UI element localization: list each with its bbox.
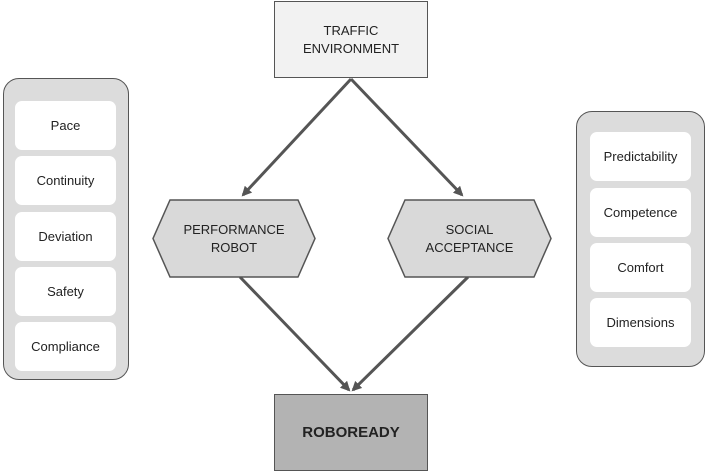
traffic-environment-line1: TRAFFIC [323,22,379,38]
performance-robot-label: PERFORMANCE ROBOT [153,200,315,277]
criterion-competence: Competence [590,188,691,237]
social-acceptance-label: SOCIAL ACCEPTANCE [388,200,551,277]
performance-hexagon [152,199,316,278]
traffic-environment-line2: ENVIRONMENT [302,40,400,56]
criterion-compliance: Compliance [15,322,116,371]
criterion-dimensions: Dimensions [590,298,691,347]
social-hexagon [387,199,552,278]
arrow-env-to-performance [241,77,353,197]
traffic-environment-box: TRAFFIC ENVIRONMENT [274,1,428,78]
criterion-safety: Safety [15,267,116,316]
criterion-comfort: Comfort [590,243,691,292]
criterion-pace: Pace [15,101,116,150]
criterion-continuity: Continuity [15,156,116,205]
social-criteria-panel: Predictability Competence Comfort Dimens… [576,111,705,367]
roboready-box: ROBOREADY [274,394,428,471]
arrow-social-to-roboready [351,275,470,392]
roboready-label: ROBOREADY [302,424,400,441]
arrow-env-to-social [349,77,464,197]
social-line1: SOCIAL [445,221,494,237]
social-line2: ACCEPTANCE [425,239,514,255]
performance-line2: ROBOT [210,239,258,255]
arrow-performance-to-roboready [238,275,351,392]
criterion-deviation: Deviation [15,212,116,261]
performance-line1: PERFORMANCE [183,221,285,237]
criterion-predictability: Predictability [590,132,691,181]
performance-criteria-panel: Pace Continuity Deviation Safety Complia… [3,78,129,380]
